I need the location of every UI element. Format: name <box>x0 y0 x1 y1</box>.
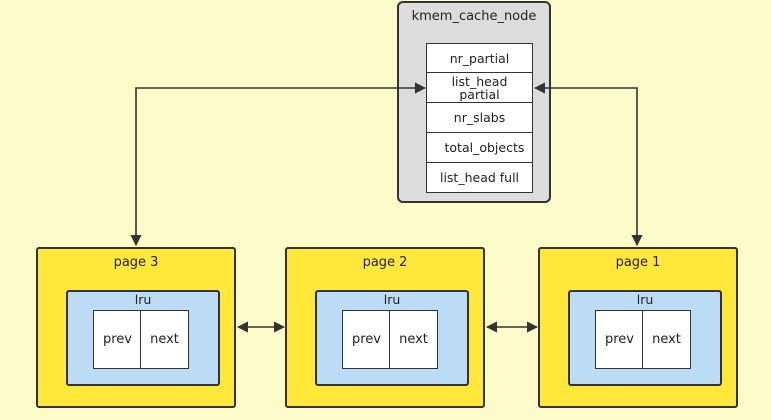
lru-box: lru prev next <box>66 290 220 386</box>
page-3-box: page 3 lru prev next <box>36 247 236 408</box>
field-list-head-partial: list_head partial <box>426 72 533 103</box>
arrow-partial-to-page-3 <box>130 82 427 247</box>
field-label: nr_slabs <box>453 110 506 125</box>
prev-pointer: prev <box>342 310 391 369</box>
arrow-partial-to-page-1 <box>533 82 643 247</box>
field-list-head-full: list_head full <box>426 162 533 193</box>
prev-pointer: prev <box>93 310 142 369</box>
lru-label: lru <box>636 292 654 307</box>
kmem-cache-node-title: kmem_cache_node <box>411 9 537 24</box>
lru-label: lru <box>383 292 401 307</box>
lru-box: lru prev next <box>315 290 469 386</box>
field-label: list_head full <box>439 170 520 185</box>
field-nr-slabs: nr_slabs <box>426 102 533 133</box>
field-label: nr_partial <box>449 50 510 66</box>
next-pointer: next <box>642 310 691 369</box>
lru-label: lru <box>134 292 152 307</box>
page-title: page 2 <box>362 255 408 270</box>
prev-pointer: prev <box>595 310 644 369</box>
page-title: page 3 <box>113 255 159 270</box>
lru-box: lru prev next <box>568 290 722 386</box>
page-1-box: page 1 lru prev next <box>538 247 738 408</box>
next-pointer: next <box>140 310 189 369</box>
page-2-box: page 2 lru prev next <box>285 247 485 408</box>
field-label: total_objects <box>444 140 525 155</box>
next-pointer: next <box>389 310 438 369</box>
field-total-objects: total_objects <box>426 132 533 163</box>
page-title: page 1 <box>615 255 661 270</box>
field-label: list_head partial <box>451 73 508 102</box>
